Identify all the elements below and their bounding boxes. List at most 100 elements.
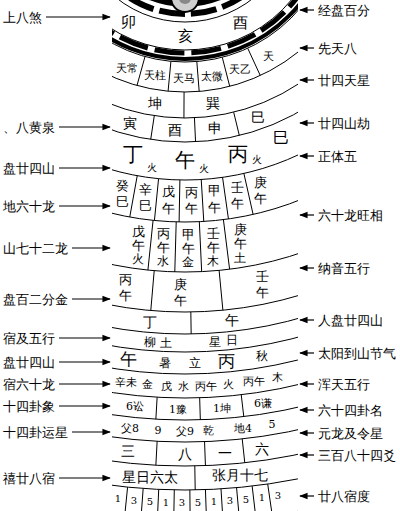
cell-divider xyxy=(201,180,204,222)
ring-character: 父8 xyxy=(121,423,139,434)
ring-character: 丙 xyxy=(218,353,235,370)
leader-arrow xyxy=(59,205,110,206)
ring-character: 甲 xyxy=(208,184,221,197)
ring-character: 父9 xyxy=(176,426,194,437)
cell-divider xyxy=(183,92,184,118)
ring-character: 酉 xyxy=(233,16,248,31)
ring-character: 午 xyxy=(174,293,187,306)
ring-character: 秋 xyxy=(256,350,268,362)
cell-divider xyxy=(199,398,201,420)
leader-arrow xyxy=(300,267,314,268)
cell-divider xyxy=(204,442,206,466)
leader-arrow xyxy=(72,298,110,299)
ring-boundary xyxy=(112,0,298,118)
ring-character: 3 xyxy=(179,498,185,508)
leader-arrow xyxy=(300,122,314,123)
ring-character: 天乙 xyxy=(229,63,251,74)
ring-boundary xyxy=(112,0,298,142)
ring-boundary xyxy=(112,0,298,490)
ring-character: 癸 xyxy=(116,178,129,191)
leader-lines xyxy=(46,10,314,496)
ring-character: 午 xyxy=(234,237,247,250)
ring-boundary xyxy=(112,0,298,92)
ring-name-label: 经盘百分 xyxy=(318,4,370,17)
ring-boundary xyxy=(112,0,298,511)
ring-character: 午 xyxy=(120,351,137,368)
ring-character: 6讼 xyxy=(126,401,144,412)
ring-character: 立 xyxy=(189,357,201,369)
ring-character: 午 xyxy=(175,150,195,170)
ring-character: 丙 xyxy=(157,227,170,240)
ring-name-label: 纳音五行 xyxy=(318,262,370,275)
leader-arrow xyxy=(59,167,110,168)
ring-name-label: 地六十龙 xyxy=(3,200,55,213)
ring-character: 一 xyxy=(218,446,232,460)
cell-divider xyxy=(156,397,157,419)
ring-name-label: 先天八 xyxy=(318,42,357,55)
ring-character: 丙 xyxy=(119,273,132,286)
cell-divider xyxy=(244,173,253,214)
ring-character: 辛 xyxy=(139,183,152,196)
leader-arrow xyxy=(300,9,314,10)
ring-character: 壬 xyxy=(256,269,269,282)
ring-character: 天马 xyxy=(173,72,195,83)
ring-character: 亥 xyxy=(178,29,193,44)
ring-character: 庚 xyxy=(234,223,247,236)
ring-name-label: 廿四天星 xyxy=(318,74,370,87)
ring-name-label: 盘廿四山 xyxy=(3,356,55,369)
ring-character: 天 xyxy=(263,50,274,61)
ring-character: 1坤 xyxy=(213,402,231,413)
ring-character: 壬 xyxy=(231,181,244,194)
cell-divider xyxy=(173,490,175,511)
ring-character: 午 xyxy=(256,286,269,299)
leader-arrow xyxy=(59,126,110,127)
ring-name-label: 三百八十四爻 xyxy=(318,449,396,462)
ring-character: 巳 xyxy=(139,199,152,212)
leader-arrow xyxy=(59,383,110,384)
ring-character: 丙午 xyxy=(195,380,217,391)
cell-divider xyxy=(223,177,229,219)
leader-arrow xyxy=(300,432,314,433)
leader-arrow xyxy=(59,477,110,478)
ring-name-label: 禧廿八宿 xyxy=(3,472,55,485)
ring-boundary xyxy=(112,0,298,374)
cell-divider xyxy=(268,484,273,511)
ring-character: 柳 xyxy=(144,336,156,348)
ring-character: 午 xyxy=(185,201,198,214)
ring-character: 金 xyxy=(142,379,153,390)
cell-divider xyxy=(189,490,190,511)
ring-name-label: 山七十二龙 xyxy=(3,242,68,255)
ring-character: 午 xyxy=(225,313,239,327)
ring-character: 巳 xyxy=(116,195,129,208)
ring-name-label: 十四卦运星 xyxy=(3,426,68,439)
ring-character: 3 xyxy=(275,491,281,501)
ring-character: 午 xyxy=(231,197,244,210)
ring-boundary xyxy=(112,0,298,352)
ring-name-label: 正体五 xyxy=(318,150,357,163)
ring-boundary xyxy=(112,0,298,222)
ring-character: 水 xyxy=(157,255,169,267)
ring-character: 酉 xyxy=(168,123,182,137)
ring-boundary xyxy=(112,0,298,334)
ring-character: 天常 xyxy=(116,62,138,73)
ring-character: 丙 xyxy=(228,144,248,164)
cell-divider xyxy=(222,57,229,86)
ring-character: 戊 xyxy=(132,224,145,237)
cell-divider xyxy=(148,220,153,270)
ring-character: 三 xyxy=(121,444,135,458)
cell-divider xyxy=(223,220,229,270)
ring-character: 丁 xyxy=(143,315,157,329)
ring-character: 戊 xyxy=(162,185,175,198)
cell-divider xyxy=(190,312,191,334)
ring-character: 火 xyxy=(252,155,262,165)
ring-character: 六 xyxy=(255,442,269,456)
leader-arrow xyxy=(59,361,110,362)
ring-name-label: 六十四卦名 xyxy=(318,404,383,417)
leader-arrow xyxy=(59,337,110,338)
ring-character: 乾 xyxy=(203,425,214,436)
ring-character: 戊 xyxy=(161,380,172,391)
ring-boundary xyxy=(112,0,295,22)
cell-divider xyxy=(199,222,201,272)
ring-boundary xyxy=(112,0,298,272)
ring-character: 1豫 xyxy=(169,403,187,414)
